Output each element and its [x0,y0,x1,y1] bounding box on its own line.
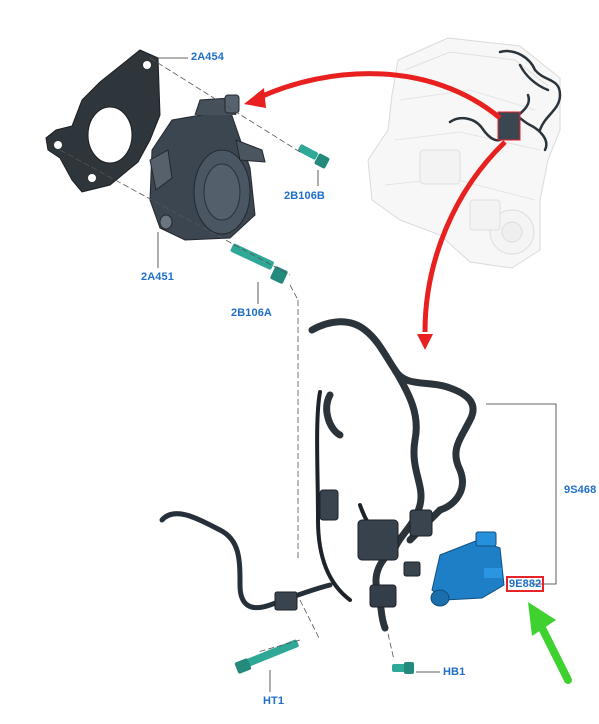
vacuum-pump-part [149,94,266,241]
gasket-part [45,49,161,193]
callout-ht1: HT1 [263,695,285,707]
bolt-ht1-part [234,639,299,674]
pointer-arrowhead-harness [417,334,433,350]
bolt-hb1-part [392,662,414,674]
callout-9s468: 9S468 [564,484,597,496]
pointer-arrowhead-pump [244,88,266,108]
callout-2a451: 2A451 [141,271,174,283]
callout-hb1: HB1 [443,666,466,678]
bolt-2b106b-part [297,144,330,169]
callout-9e882: 9E882 [506,576,545,592]
solenoid-valve-part [430,531,505,607]
callout-2b106a: 2B106A [231,307,272,319]
pointer-arrow-to-pump [256,71,502,120]
pointer-arrow-to-harness [422,140,507,333]
pointer-arrows [244,71,507,350]
dashed-guide-lines [59,57,395,661]
engine-solenoid-highlight [497,111,521,141]
callout-2a454: 2A454 [191,51,224,63]
callout-2b106b: 2B106B [284,190,325,202]
wiring-harness-part [159,318,477,632]
bolt-2b106a-part [230,243,288,284]
green-indicator-arrow [528,602,572,684]
engine-block-illustration [367,37,561,269]
